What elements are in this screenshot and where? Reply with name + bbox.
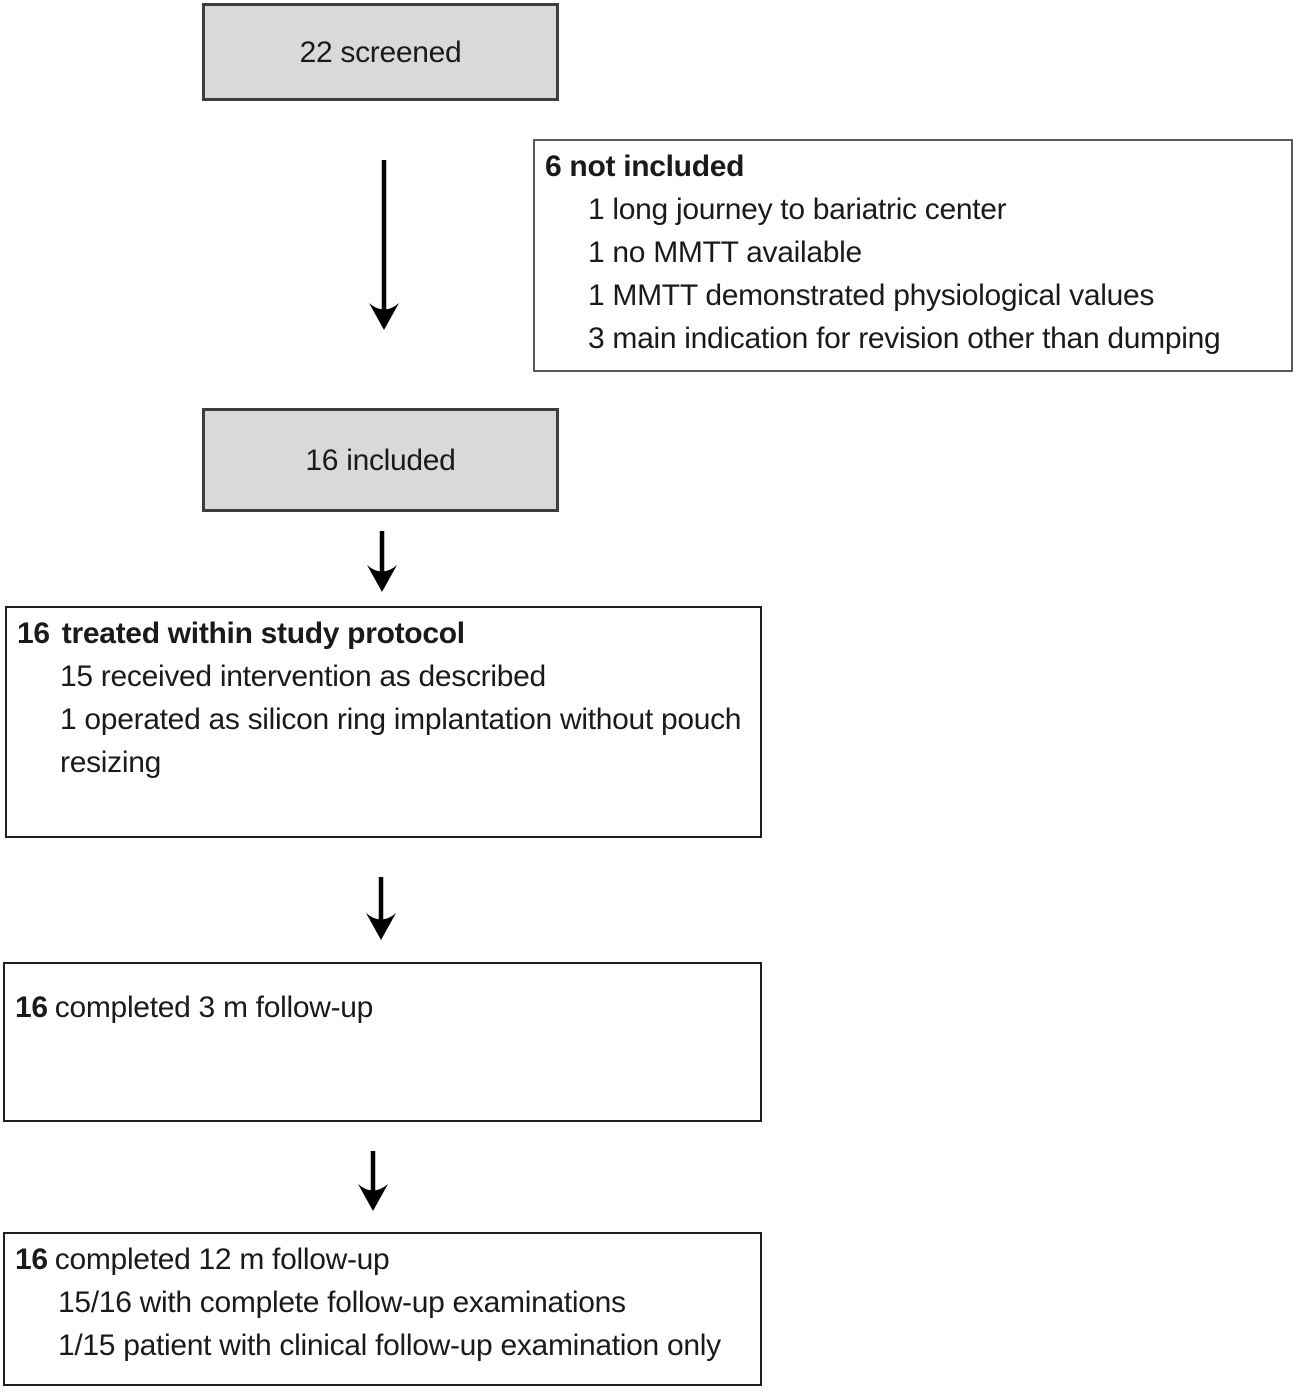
down-arrow-screened-to-included: [369, 160, 399, 330]
included-box: 16 included: [202, 408, 559, 512]
down-arrow-included-to-protocol: [367, 531, 397, 592]
screened-box: 22 screened: [202, 3, 559, 101]
down-arrow-followup3-to-followup12: [358, 1151, 388, 1211]
protocol-box: 16 treated within study protocol 15 recei…: [5, 606, 762, 838]
followup-12m-item: 1/15 patient with clinical follow-up exa…: [58, 1329, 721, 1362]
exclusion-item: 1 long journey to bariatric center: [588, 193, 1007, 226]
protocol-item: 15 received intervention as described: [60, 660, 546, 693]
protocol-heading: 16 treated within study protocol: [17, 612, 750, 655]
followup-3m-count: 16: [15, 991, 48, 1024]
down-arrow-protocol-to-followup3: [366, 877, 396, 940]
protocol-count: 16: [17, 617, 50, 650]
not-included-box: 6 not included 1 long journey to bariatr…: [533, 139, 1293, 372]
protocol-item: 1 operated as silicon ring implantation …: [60, 703, 742, 779]
followup-12m-item: 15/16 with complete follow-up examinatio…: [58, 1286, 626, 1319]
protocol-title: treated within study protocol: [61, 617, 465, 650]
followup-12m-count: 16: [15, 1243, 48, 1276]
included-label: 16 included: [305, 443, 456, 477]
screened-label: 22 screened: [299, 35, 462, 69]
followup-12m-title: completed 12 m follow-up: [54, 1243, 390, 1276]
followup-3m-title: completed 3 m follow-up: [54, 991, 374, 1024]
not-included-title: 6 not included: [545, 150, 745, 183]
exclusion-item: 3 main indication for revision other tha…: [588, 322, 1221, 355]
exclusion-item: 1 MMTT demonstrated physiological values: [588, 279, 1155, 312]
exclusion-item: 1 no MMTT available: [588, 236, 862, 269]
